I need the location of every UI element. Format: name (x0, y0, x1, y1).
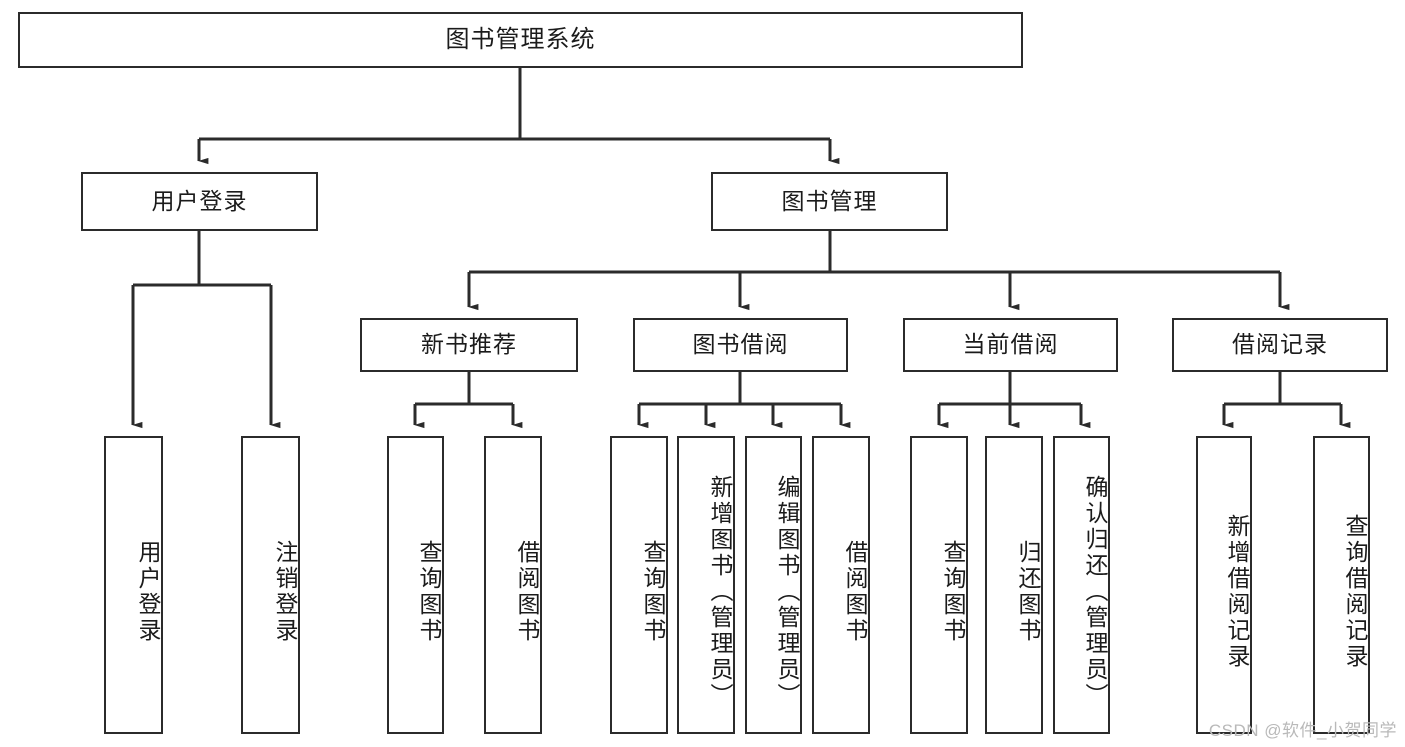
leaf-query-books-recommendation[interactable]: 查询图书 (387, 436, 444, 734)
node-user-login[interactable]: 用户登录 (81, 172, 318, 231)
node-label: 借阅记录 (1232, 331, 1328, 358)
node-label: 当前借阅 (962, 331, 1059, 358)
leaf-logout[interactable]: 注销登录 (241, 436, 300, 734)
node-book-management[interactable]: 图书管理 (711, 172, 948, 231)
node-label: 查询图书 (416, 540, 442, 644)
node-label: 新增图书（管理员） (707, 475, 733, 709)
node-current-borrowing[interactable]: 当前借阅 (903, 318, 1118, 372)
node-label: 图书借阅 (692, 331, 789, 358)
leaf-query-books-current[interactable]: 查询图书 (910, 436, 968, 734)
node-label: 查询图书 (640, 540, 666, 644)
leaf-add-book-admin[interactable]: 新增图书（管理员） (677, 436, 735, 734)
node-new-book-recommendation[interactable]: 新书推荐 (360, 318, 578, 372)
node-label: 注销登录 (272, 540, 298, 644)
leaf-confirm-return-admin[interactable]: 确认归还（管理员） (1053, 436, 1110, 734)
leaf-edit-book-admin[interactable]: 编辑图书（管理员） (745, 436, 802, 734)
node-label: 新增借阅记录 (1224, 514, 1250, 670)
leaf-user-login[interactable]: 用户登录 (104, 436, 163, 734)
node-label: 归还图书 (1015, 540, 1041, 644)
leaf-query-borrow-record[interactable]: 查询借阅记录 (1313, 436, 1370, 734)
node-label: 确认归还（管理员） (1082, 475, 1108, 709)
node-root-book-management-system[interactable]: 图书管理系统 (18, 12, 1023, 68)
node-label: 图书管理 (781, 187, 878, 214)
leaf-borrow-books-borrowing[interactable]: 借阅图书 (812, 436, 870, 734)
node-borrowing-records[interactable]: 借阅记录 (1172, 318, 1388, 372)
node-label: 查询借阅记录 (1342, 514, 1368, 670)
node-label: 新书推荐 (421, 331, 517, 358)
node-label: 借阅图书 (842, 540, 868, 644)
node-label: 用户登录 (135, 540, 161, 644)
node-label: 编辑图书（管理员） (774, 475, 800, 709)
node-label: 用户登录 (151, 187, 248, 214)
leaf-add-borrow-record[interactable]: 新增借阅记录 (1196, 436, 1252, 734)
csdn-watermark: CSDN @软件_小贺同学 (1208, 721, 1397, 740)
node-label: 借阅图书 (514, 540, 540, 644)
leaf-return-books[interactable]: 归还图书 (985, 436, 1043, 734)
node-label: 图书管理系统 (445, 25, 596, 53)
leaf-borrow-books-recommendation[interactable]: 借阅图书 (484, 436, 542, 734)
leaf-query-books-borrowing[interactable]: 查询图书 (610, 436, 668, 734)
node-book-borrowing[interactable]: 图书借阅 (633, 318, 848, 372)
node-label: 查询图书 (940, 540, 966, 644)
